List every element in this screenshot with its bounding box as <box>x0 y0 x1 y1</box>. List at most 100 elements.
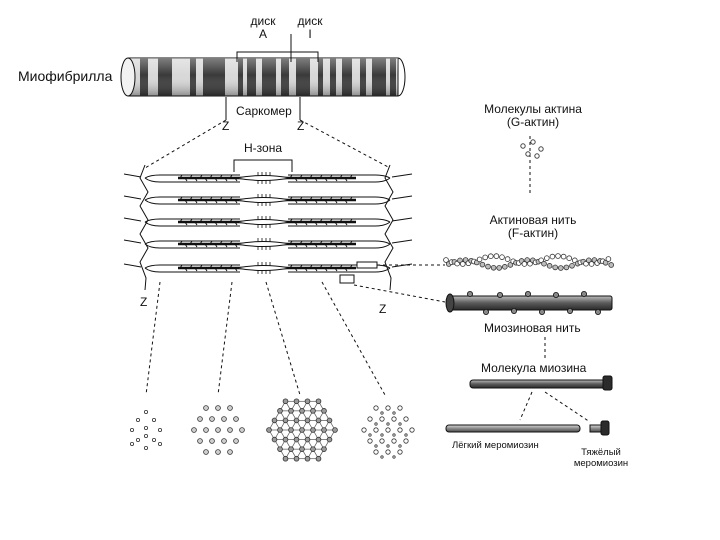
actin-bead <box>479 261 486 268</box>
actin-bead <box>459 261 466 267</box>
myosin-cross-bridge <box>324 221 328 226</box>
thin-filament-dot <box>380 433 384 437</box>
disk-a-label-line1: диск <box>250 14 276 28</box>
thick-ring-dot <box>391 438 397 444</box>
myosin-cross-bridge <box>329 240 333 245</box>
myosin-cross-bridge <box>209 240 213 245</box>
overlap-filament-dot <box>326 436 333 443</box>
actin-bead <box>560 253 567 260</box>
myosin-cross-bridge <box>334 199 338 204</box>
thick-filament-dot <box>209 416 215 422</box>
myosin-cross-bridge <box>179 240 183 245</box>
thick-filament-dot <box>203 427 209 433</box>
overlap-filament-dot <box>321 446 327 452</box>
overlap-filament-dot <box>288 408 294 414</box>
myosin-cross-bridge <box>314 243 318 248</box>
light-meromyosin-label: Лёгкий меромиозин <box>452 440 539 451</box>
myosin-cross-bridge <box>189 264 193 269</box>
sarcomere-label: Саркомер <box>236 104 292 118</box>
overlap-filament-dot <box>277 408 283 414</box>
zoom-lines-top <box>144 119 391 169</box>
z-label-bottom-left: Z <box>140 295 148 309</box>
myosin-cross-bridge <box>214 267 218 272</box>
myosin-cross-bridge <box>219 240 223 245</box>
myosin-cross-bridge <box>304 221 308 226</box>
myosin-cross-bridge <box>214 177 218 182</box>
myosin-head <box>525 290 532 297</box>
overlap-filament-dot <box>293 455 300 462</box>
thick-filament-dot <box>221 416 227 422</box>
actin-bead <box>585 257 592 264</box>
thin-filament <box>144 240 240 245</box>
myosin-cross-bridge <box>294 177 298 182</box>
z-disc-branch <box>391 195 413 200</box>
thin-filament-dot <box>157 427 162 432</box>
myosin-cross-bridge <box>229 218 233 223</box>
myosin-cross-bridge <box>224 221 228 226</box>
thin-filament-dot <box>404 433 408 437</box>
myosin-cross-bridge <box>319 264 323 269</box>
myosin-cross-bridge <box>349 196 353 201</box>
overlap-filament-dot <box>293 417 300 424</box>
actin-bead <box>499 254 505 260</box>
myosin-cross-bridge <box>299 264 303 269</box>
actin-bead <box>541 260 547 267</box>
thick-filament-dot <box>239 427 245 433</box>
myosin-head <box>510 307 517 314</box>
myosin-cross-bridge <box>299 240 303 245</box>
thin-filament-dot <box>143 445 148 450</box>
filament-rows <box>123 172 413 274</box>
thick-ring-dot <box>385 449 391 455</box>
thin-filament-dot <box>392 411 396 415</box>
overlap-filament-dot <box>271 417 278 424</box>
myosin-cross-bridge <box>324 177 328 182</box>
overlap-filament-dot <box>277 427 283 433</box>
thin-filament <box>288 196 391 201</box>
myosin-cross-bridge <box>299 218 303 223</box>
thin-filament-dot <box>386 444 390 448</box>
h-zone-spindle <box>235 219 291 225</box>
myosin-cross-bridge <box>229 174 233 179</box>
actin-bead <box>485 263 491 270</box>
myosin-cross-bridge <box>319 240 323 245</box>
myosin-cross-bridge <box>204 267 208 272</box>
thin-filament <box>144 221 240 227</box>
myosin-cross-bridge <box>299 196 303 201</box>
myosin-cross-bridge <box>344 243 348 248</box>
overlap-filament-dot <box>332 427 338 433</box>
thin-filament <box>144 218 240 223</box>
actin-detail-box <box>356 261 378 269</box>
myosin-cross-bridge <box>209 218 213 223</box>
myosin-cross-bridge <box>309 174 313 179</box>
thick-ring-dot <box>403 438 409 444</box>
actin-bead <box>507 262 514 268</box>
myosin-cross-bridge <box>189 240 193 245</box>
myosin-cross-bridge <box>229 264 233 269</box>
overlap-filament-dot <box>271 436 278 443</box>
myosin-cross-bridge <box>309 196 313 201</box>
thin-filament-dot <box>386 422 390 426</box>
thick-filament-dot <box>191 427 197 433</box>
myosin-cross-bridge <box>184 177 188 182</box>
thick-ring-dot <box>373 449 379 455</box>
myosin-cross-bridge <box>199 264 203 269</box>
actin-bead <box>457 257 463 264</box>
z-disc-branch <box>123 263 142 268</box>
actin-filament-label: Актиновая нить (F-актин) <box>478 214 588 240</box>
myosin-cross-bridge <box>304 267 308 272</box>
thick-filament-dot <box>233 416 239 422</box>
myosin-molecule-label: Молекула миозина <box>481 361 587 375</box>
thin-filament-dot <box>374 422 378 426</box>
myosin-cross-bridge <box>219 196 223 201</box>
actin-bead <box>566 255 572 262</box>
overlap-filament-dot <box>326 417 333 424</box>
actin-bead <box>543 255 550 261</box>
myosin-cross-bridge <box>349 264 353 269</box>
thin-filament-dot <box>143 425 148 430</box>
actin-bead <box>504 256 511 262</box>
overlap-filament-dot <box>315 417 322 424</box>
actin-bead <box>588 261 595 267</box>
actin-bead <box>608 262 614 268</box>
myosin-cross-bridge <box>334 221 338 226</box>
actin-molecules-label: Молекулы актина (G-актин) <box>478 103 588 129</box>
